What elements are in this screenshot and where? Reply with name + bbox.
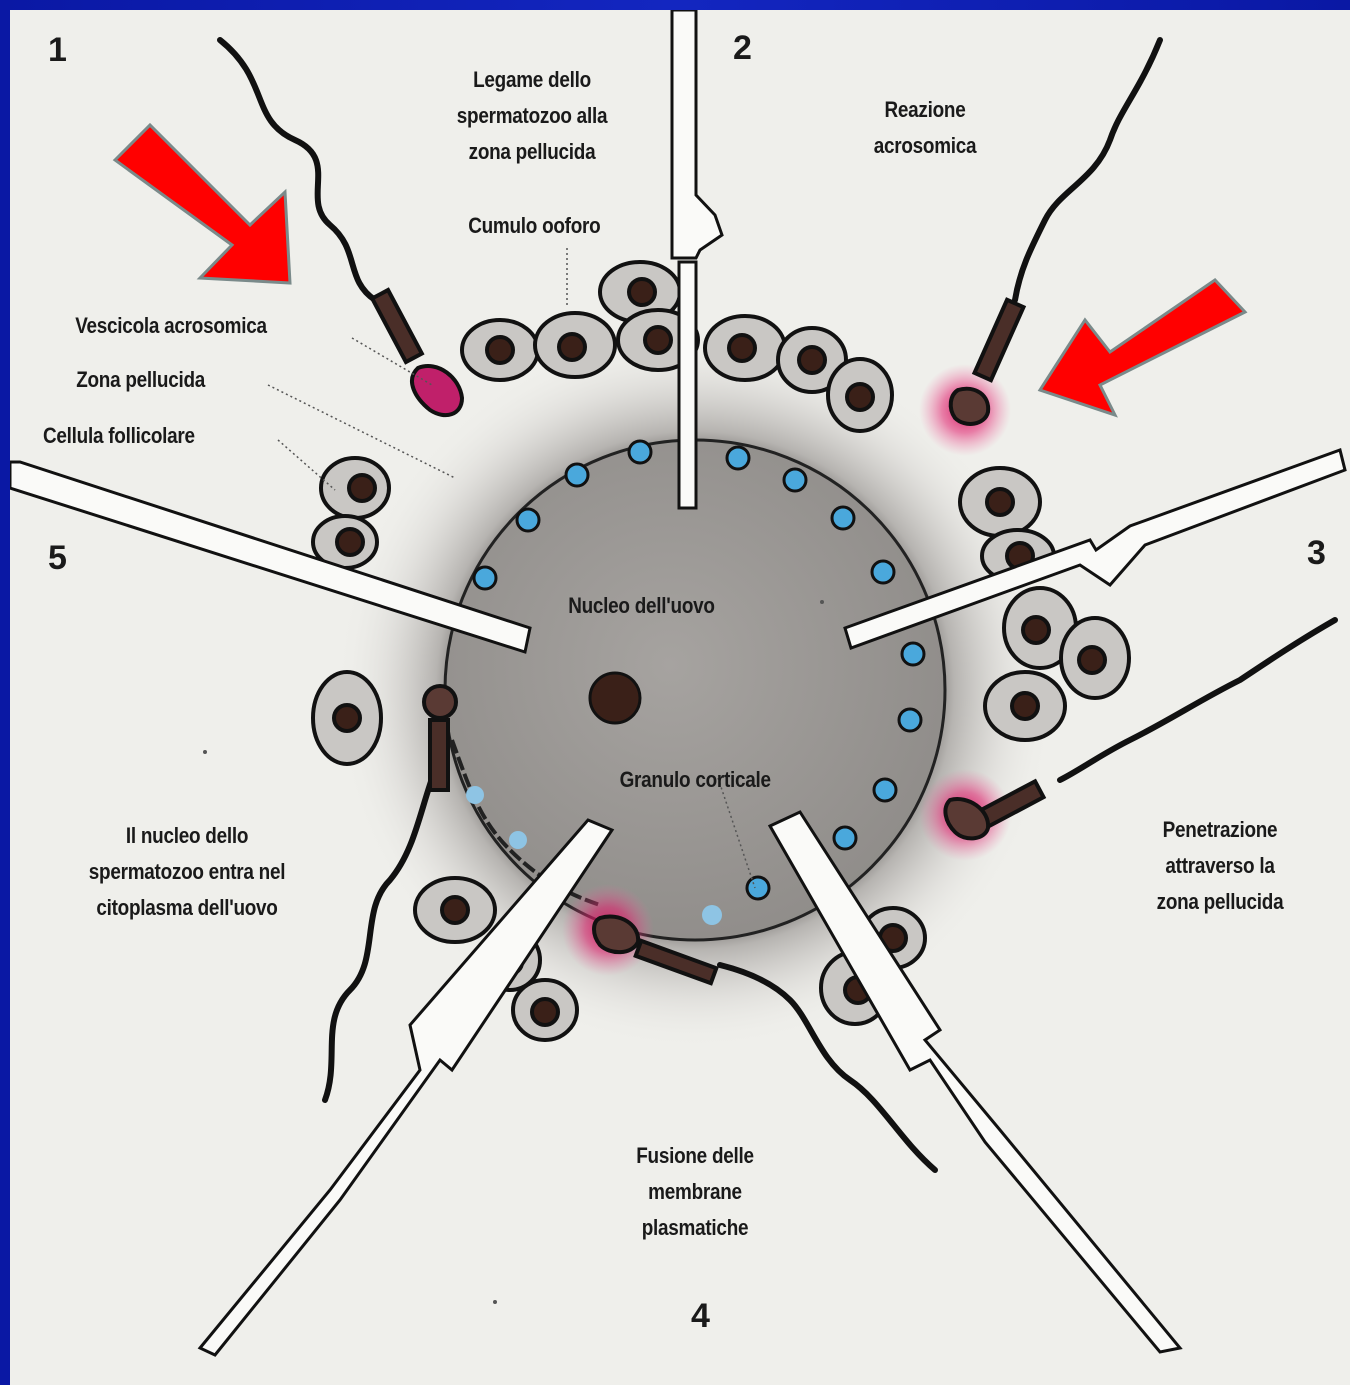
caption-nucleus-entry: Il nucleo dello spermatozoo entra nel ci… [45,818,329,926]
label-follicular-cell: Cellula follicolare [43,418,301,454]
step-number-3: 3 [1307,535,1326,571]
egg-nucleus [590,673,640,723]
caption-fusion: Fusione delle membrane plasmatiche [592,1138,798,1246]
highlight-arrow-left [115,125,290,283]
label-cortical-granule: Granulo corticale [620,762,861,798]
step-number-2: 2 [733,30,752,66]
step-number-4: 4 [691,1298,710,1334]
caption-binding: Legame dello spermatozoo alla zona pellu… [403,62,661,170]
label-cumulus: Cumulo ooforo [468,208,692,244]
caption-acrosome-reaction: Reazione acrosomica [826,92,1024,164]
highlight-arrow-right [1040,280,1245,415]
label-egg-nucleus: Nucleo dell'uovo [568,588,792,624]
step-number-5: 5 [48,540,67,576]
caption-penetration: Penetrazione attraverso la zona pellucid… [1121,812,1319,920]
label-acrosomal-vesicle: Vescicola acrosomica [75,308,385,344]
label-zona-pellucida: Zona pellucida [76,362,300,398]
step-number-1: 1 [48,32,67,68]
diagram-panel: 1 2 3 4 5 Legame dello spermatozoo alla … [10,10,1350,1385]
